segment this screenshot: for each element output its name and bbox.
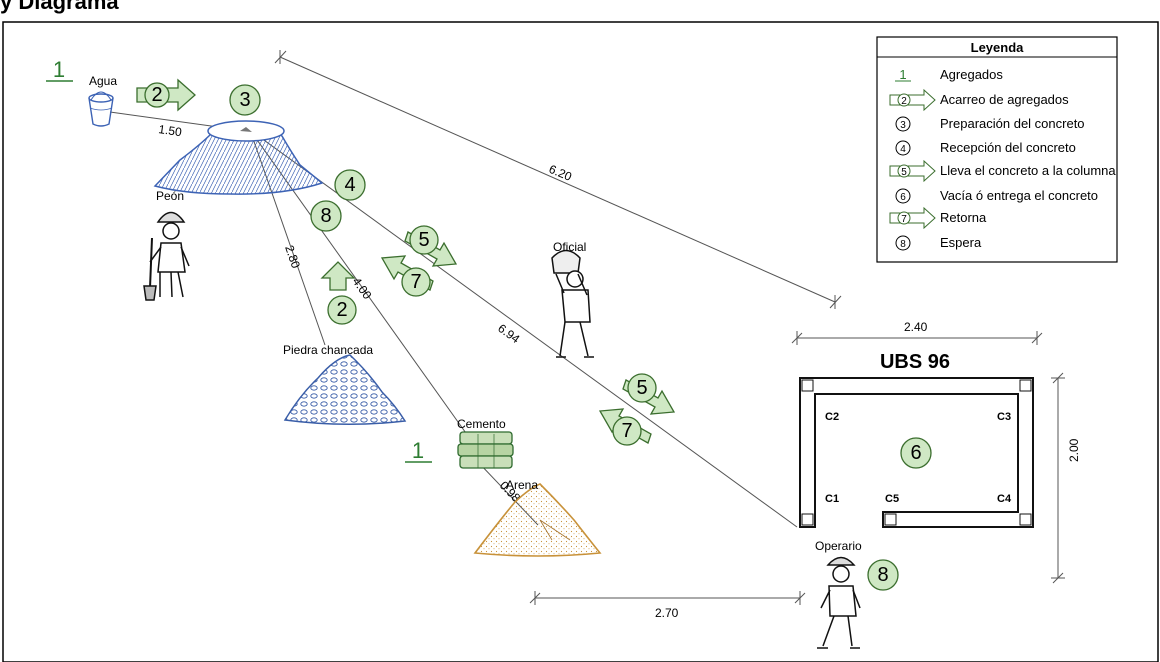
svg-text:4: 4 (900, 144, 906, 155)
svg-text:2: 2 (901, 96, 907, 107)
svg-text:6: 6 (900, 192, 906, 203)
svg-text:7: 7 (410, 271, 421, 293)
ubs-structure-plan (799, 377, 1034, 528)
legend-item-espera: 8 Espera (895, 235, 982, 251)
dim-cemento: 4.00 (350, 275, 375, 302)
marker-carry-5-bottom: 5 (622, 373, 676, 415)
svg-text:4: 4 (344, 174, 355, 196)
svg-text:5: 5 (636, 377, 647, 399)
marker-pour-6: 6 (900, 437, 932, 469)
marker-return-7-bottom: 7 (598, 408, 652, 446)
water-bucket-icon (88, 91, 114, 127)
route-lines (109, 56, 1059, 599)
dim-width: 2.40 (904, 320, 928, 334)
svg-text:7: 7 (621, 420, 632, 442)
svg-text:8: 8 (877, 564, 888, 586)
marker-aggregates-1: 1 (46, 57, 73, 82)
column-label-c4: C4 (997, 493, 1012, 505)
dim-agua-mix: 1.50 (158, 122, 183, 139)
sand-pile (473, 483, 602, 557)
dim-height: 2.00 (1067, 438, 1081, 462)
svg-text:5: 5 (901, 167, 907, 178)
crushed-stone-pile (283, 354, 407, 426)
svg-text:Preparación del concreto: Preparación del concreto (940, 116, 1085, 131)
svg-text:8: 8 (900, 239, 906, 250)
marker-wait-8-top: 8 (310, 200, 342, 232)
legend-box: Leyenda 1 Agregados 2 Acarreo de agregad… (876, 36, 1118, 263)
svg-text:2: 2 (336, 299, 347, 321)
legend-item-agregados: 1 Agregados (895, 67, 1003, 82)
svg-text:5: 5 (418, 229, 429, 251)
label-operario: Operario (815, 539, 862, 553)
svg-text:Retorna: Retorna (940, 210, 987, 225)
label-arena: Arena (506, 478, 538, 492)
oficial-worker-figure (551, 249, 594, 358)
marker-haul-2-top: 2 (136, 78, 196, 112)
peon-worker-figure (143, 211, 190, 301)
label-piedra-chancada: Piedra chancada (283, 343, 373, 357)
svg-text:Acarreo de agregados: Acarreo de agregados (940, 92, 1069, 107)
svg-text:1: 1 (412, 438, 424, 463)
marker-haul-2-stone: 2 (320, 261, 357, 325)
column-label-c2: C2 (825, 411, 839, 423)
svg-text:7: 7 (901, 214, 907, 225)
dim-bottom: 2.70 (655, 606, 679, 620)
marker-reception-4: 4 (334, 169, 366, 201)
svg-text:Agregados: Agregados (940, 67, 1003, 82)
structure-title: UBS 96 (880, 351, 950, 373)
legend-item-recepcion: 4 Recepción del concreto (895, 140, 1076, 156)
label-agua: Agua (89, 74, 117, 88)
svg-text:Espera: Espera (940, 235, 982, 250)
svg-text:Recepción del concreto: Recepción del concreto (940, 140, 1076, 155)
column-label-c1: C1 (825, 493, 839, 505)
legend-item-acarreo: 2 Acarreo de agregados (889, 88, 1069, 112)
legend-item-retorna: 7 Retorna (889, 206, 987, 230)
svg-text:1: 1 (899, 67, 906, 82)
label-cemento: Cemento (457, 417, 506, 431)
column-label-c5: C5 (885, 493, 899, 505)
marker-carry-5-top: 5 (404, 225, 458, 267)
operario-worker-figure (817, 556, 861, 649)
marker-return-7-top: 7 (380, 255, 434, 297)
dimension-ticks (274, 50, 1065, 605)
column-label-c3: C3 (997, 411, 1011, 423)
label-peon: Peón (156, 189, 184, 203)
legend-title: Leyenda (971, 40, 1025, 55)
svg-text:6: 6 (910, 442, 921, 464)
svg-text:2: 2 (151, 84, 162, 106)
legend-item-preparacion: 3 Preparación del concreto (895, 116, 1085, 132)
cement-bags-icon (457, 431, 514, 469)
marker-aggregates-2: 1 (405, 438, 432, 463)
svg-text:8: 8 (320, 205, 331, 227)
page-header-fragment: y Diagrama (0, 0, 119, 14)
svg-text:1: 1 (53, 57, 65, 82)
svg-text:Vacía ó entrega el concreto: Vacía ó entrega el concreto (940, 188, 1098, 203)
legend-item-vacia: 6 Vacía ó entrega el concreto (895, 188, 1098, 204)
svg-text:3: 3 (239, 89, 250, 111)
line-diagonal-top (279, 56, 836, 303)
legend-item-lleva: 5 Lleva el concreto a la columna (889, 159, 1116, 183)
marker-wait-8-bottom: 8 (867, 559, 899, 591)
concrete-mix-pile (153, 120, 324, 195)
line-operario (249, 129, 798, 528)
label-oficial: Oficial (553, 240, 586, 254)
dim-piedra: 2.80 (282, 243, 303, 270)
diagram-frame (2, 21, 1159, 662)
svg-text:3: 3 (900, 120, 906, 131)
marker-preparation-3: 3 (229, 84, 261, 116)
svg-text:Lleva el concreto a la columna: Lleva el concreto a la columna (940, 163, 1116, 178)
